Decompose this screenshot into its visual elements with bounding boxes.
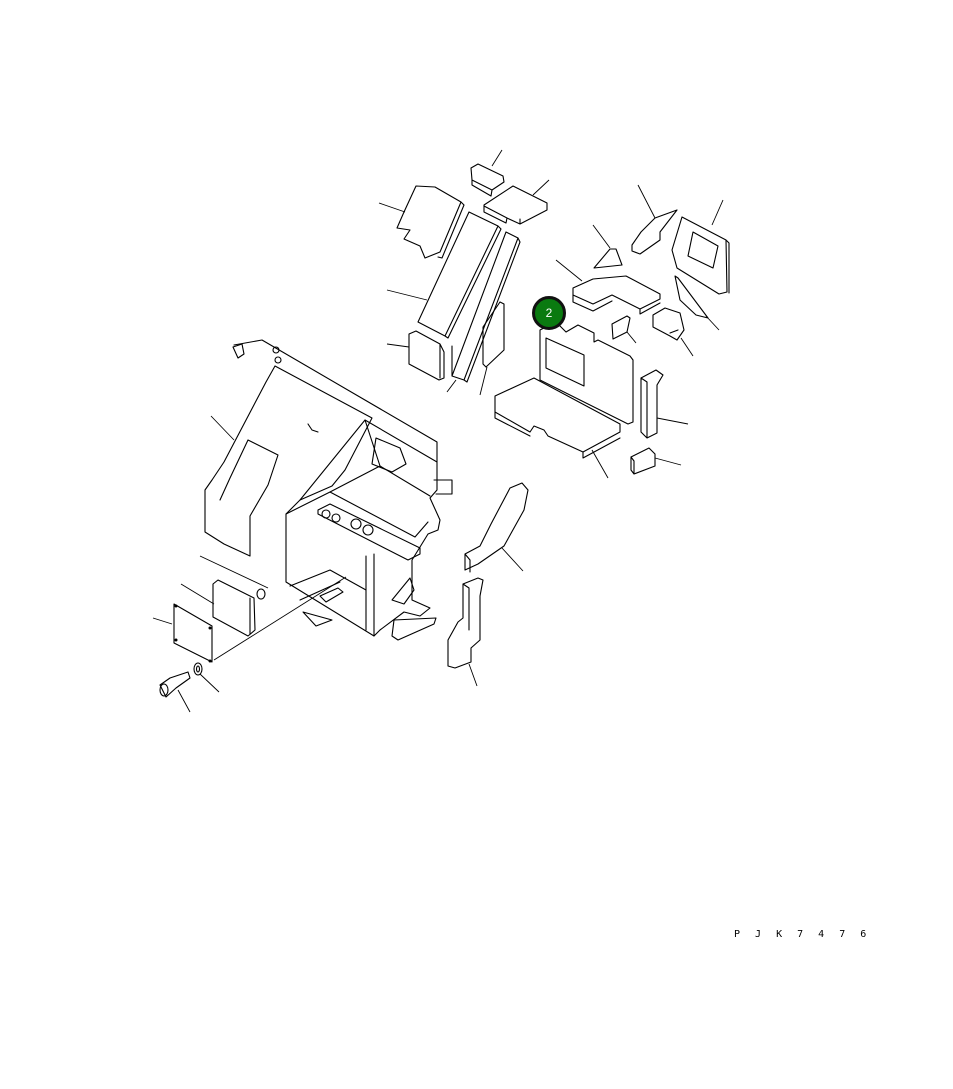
pad-cover-thick bbox=[180, 579, 256, 637]
pad-side-lower bbox=[447, 577, 484, 687]
callout-2[interactable]: 2 bbox=[532, 296, 566, 330]
bolt bbox=[159, 671, 191, 713]
callout-label: 2 bbox=[545, 306, 553, 320]
pad-angled bbox=[631, 184, 678, 255]
pad-floor-large bbox=[494, 377, 621, 479]
panel-window bbox=[671, 199, 730, 295]
pad-L-shape bbox=[555, 259, 661, 315]
panel-back bbox=[539, 321, 634, 425]
pad-cube bbox=[630, 447, 682, 475]
pad-block-right bbox=[652, 307, 694, 357]
drawing-code: P J K 7 4 7 6 bbox=[734, 929, 871, 940]
cover-plate bbox=[152, 555, 347, 663]
grommet bbox=[256, 588, 266, 600]
pad-small-left bbox=[386, 330, 445, 381]
pad-triangle bbox=[592, 224, 623, 269]
panel-upper-left bbox=[378, 185, 465, 259]
pad-small-square bbox=[611, 315, 637, 344]
pad-sliver bbox=[674, 275, 720, 331]
strip-long bbox=[386, 211, 502, 339]
pad-column bbox=[640, 369, 689, 439]
pad-narrow bbox=[479, 301, 505, 396]
cab-frame bbox=[204, 339, 453, 641]
washer bbox=[193, 662, 220, 693]
pad-top-small bbox=[470, 149, 505, 197]
pad-side-upper bbox=[464, 482, 529, 573]
pad-top-wide bbox=[483, 179, 550, 225]
